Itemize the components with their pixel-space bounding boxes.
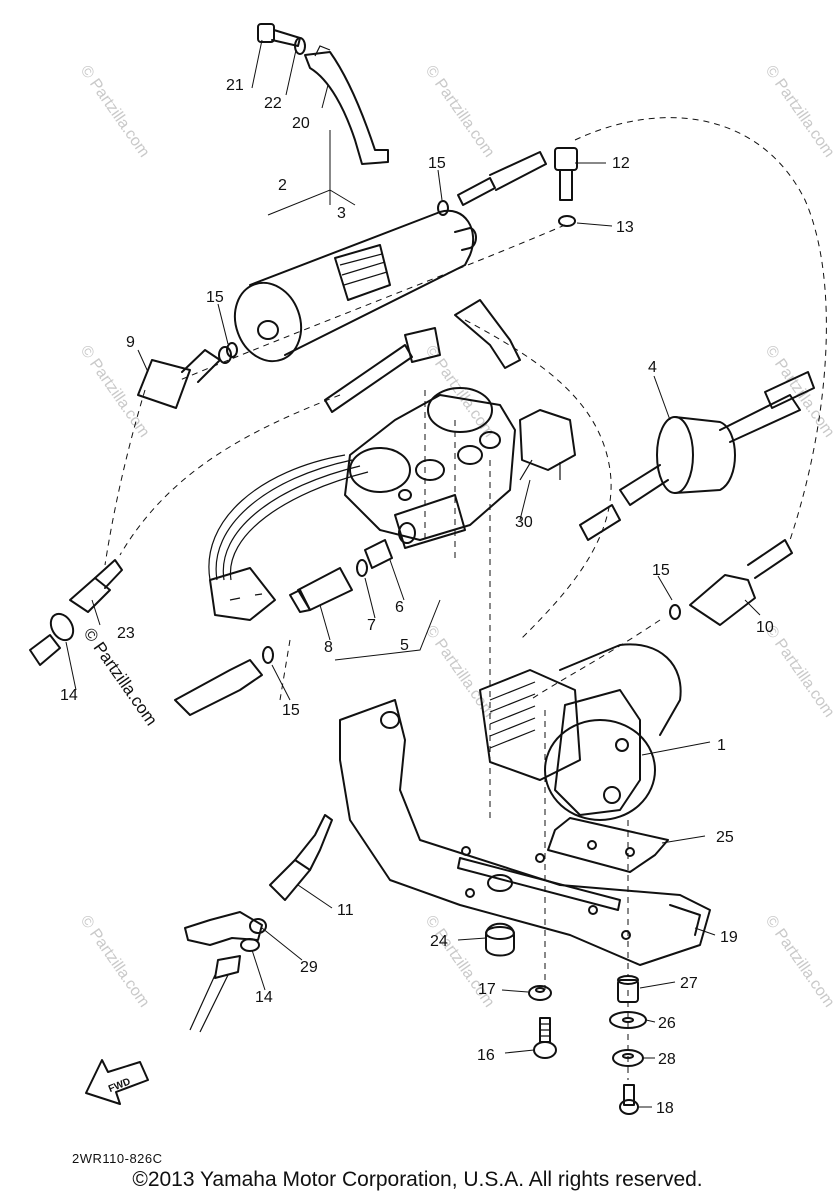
hose-fitting-part-10 (689, 539, 793, 626)
watermark: © Partzilla.com (77, 913, 153, 1011)
fuel-pump-part-2 (233, 209, 477, 363)
callout-5: 5 (400, 637, 409, 654)
washer-part-22 (294, 37, 306, 55)
callout-11: 11 (337, 902, 354, 919)
bracket-part-19 (339, 699, 711, 966)
fwd-arrow-icon: FWD (85, 1059, 149, 1105)
callout-9: 9 (126, 334, 135, 351)
callout-numbers: 1 2 3 4 5 6 7 8 9 10 11 12 13 14 14 15 1… (60, 77, 774, 1117)
callout-6: 6 (395, 599, 404, 616)
bolt-part-21 (257, 23, 301, 47)
bracket-part-29 (184, 911, 267, 946)
hose-end-lower-left (189, 955, 241, 1033)
callout-13: 13 (616, 219, 634, 236)
o-ring-part-7 (356, 559, 368, 577)
callout-29: 29 (300, 959, 318, 976)
watermark: © Partzilla.com (762, 343, 835, 441)
fwd-label: FWD (107, 1076, 132, 1095)
callout-15: 15 (282, 702, 300, 719)
gasket-part-13 (558, 215, 576, 227)
grommet-part-24 (485, 922, 515, 957)
callout-14: 14 (255, 989, 273, 1006)
hose-fitting-part-8 (289, 567, 353, 613)
watermark: © Partzilla.com (422, 63, 498, 161)
callout-4: 4 (648, 359, 657, 376)
o-ring-part-15 (669, 604, 681, 620)
gasket-part-14-left (29, 612, 75, 666)
callout-8: 8 (324, 639, 333, 656)
watermark: © Partzilla.com (762, 913, 835, 1011)
watermark: © Partzilla.com (422, 623, 498, 721)
hose-fitting-part-23 (69, 559, 123, 613)
callout-3: 3 (337, 205, 346, 222)
watermark-grid: © Partzilla.com © Partzilla.com © Partzi… (77, 63, 835, 1011)
callout-27: 27 (680, 975, 698, 992)
callout-1: 1 (717, 737, 726, 754)
callout-2: 2 (278, 177, 287, 194)
sensor-part-11 (269, 814, 333, 901)
callout-30: 30 (515, 514, 533, 531)
callout-leaders (65, 39, 761, 1108)
callout-19: 19 (720, 929, 738, 946)
watermark: © Partzilla.com (77, 63, 153, 161)
collar-part-27 (617, 975, 639, 1003)
callout-18: 18 (656, 1100, 674, 1117)
callout-22: 22 (264, 95, 282, 112)
bracket-part-20 (304, 45, 389, 165)
callout-20: 20 (292, 115, 310, 132)
callout-21: 21 (226, 77, 244, 94)
plate-part-25 (547, 817, 669, 873)
callout-10: 10 (756, 619, 774, 636)
callout-15: 15 (428, 155, 446, 172)
label-part-3 (334, 244, 391, 301)
o-ring-part-15 (437, 200, 449, 216)
banjo-bolt-part-12 (554, 147, 578, 201)
hydraulic-unit-part-5 (344, 387, 516, 549)
callout-26: 26 (658, 1015, 676, 1032)
callout-15: 15 (206, 289, 224, 306)
watermark: © Partzilla.com (762, 623, 835, 721)
bolt-part-16 (533, 1017, 557, 1059)
hose-fitting-part-9 (137, 346, 232, 409)
callout-14: 14 (60, 687, 78, 704)
fitting-part-6 (364, 539, 393, 569)
washer-part-28 (612, 1049, 644, 1067)
callout-12: 12 (612, 155, 630, 172)
hose-fitting-middle (324, 299, 521, 413)
hose-fitting-lower-left (174, 646, 274, 716)
drawing-code: 2WR110-826C (72, 1151, 163, 1166)
callout-16: 16 (477, 1047, 495, 1064)
nut-part-17 (528, 985, 552, 1001)
o-ring-part-15 (226, 342, 238, 358)
callout-17: 17 (478, 981, 496, 998)
callout-28: 28 (658, 1051, 676, 1068)
callout-23: 23 (117, 625, 135, 642)
copyright-notice: ©2013 Yamaha Motor Corporation, U.S.A. A… (132, 1168, 703, 1191)
callout-15: 15 (652, 562, 670, 579)
wire-harness (208, 409, 576, 621)
callout-7: 7 (367, 617, 376, 634)
callout-24: 24 (430, 933, 448, 950)
washer-part-14 (240, 938, 260, 952)
callout-25: 25 (716, 829, 734, 846)
watermark: © Partzilla.com (762, 63, 835, 161)
pump-motor-part-1 (479, 643, 682, 821)
bolt-part-18 (619, 1084, 639, 1115)
fuel-filter-part-4 (579, 371, 815, 541)
hose-fitting-top (457, 151, 547, 206)
